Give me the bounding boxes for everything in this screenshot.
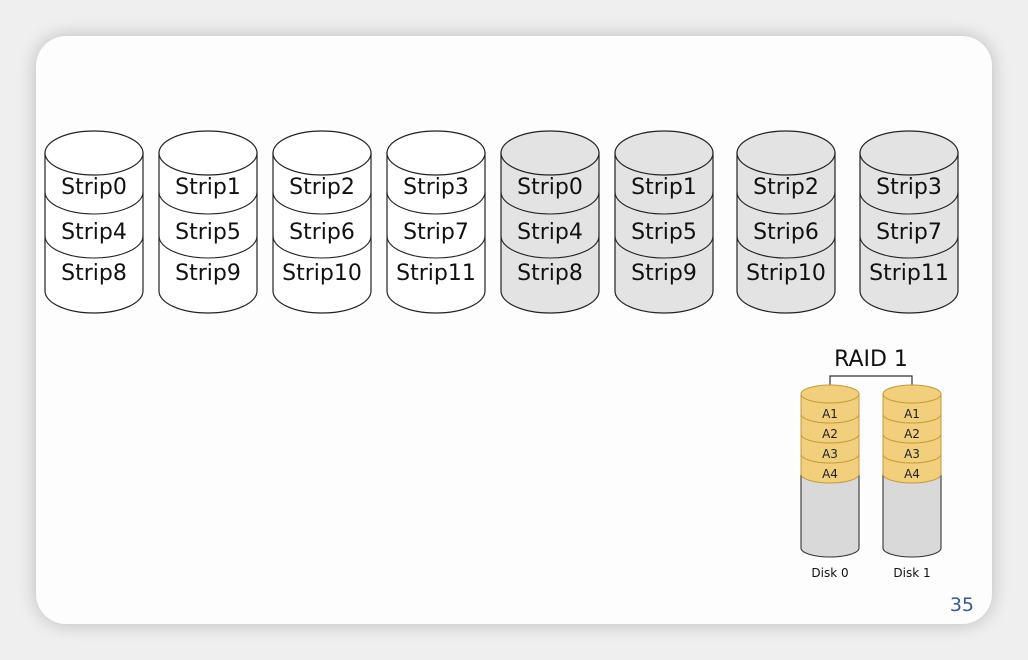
strip-label: Strip3 bbox=[876, 175, 942, 200]
strip-label: Strip2 bbox=[753, 175, 819, 200]
raid-connector bbox=[829, 375, 913, 385]
raid-disk-caption: Disk 1 bbox=[893, 566, 930, 580]
strip-divider bbox=[736, 191, 836, 215]
strip-label: Strip1 bbox=[175, 175, 241, 200]
disk-top bbox=[500, 130, 600, 176]
strip-divider bbox=[736, 235, 836, 259]
strip-label: Strip7 bbox=[876, 220, 942, 245]
strip-divider bbox=[614, 235, 714, 259]
strip-label: Strip10 bbox=[282, 261, 362, 286]
raid-disk-top bbox=[800, 384, 860, 404]
strip-divider bbox=[386, 235, 486, 259]
raid-disk-caption: Disk 0 bbox=[811, 566, 848, 580]
raid-block-label: A1 bbox=[904, 407, 920, 421]
raid-block-label: A4 bbox=[822, 467, 838, 481]
strip-label: Strip4 bbox=[61, 220, 127, 245]
disk-body bbox=[500, 152, 600, 314]
disk-top bbox=[386, 130, 486, 176]
disk-top bbox=[44, 130, 144, 176]
strip-label: Strip5 bbox=[175, 220, 241, 245]
strip-label: Strip6 bbox=[289, 220, 355, 245]
disk-body bbox=[859, 152, 959, 314]
strip-label: Strip9 bbox=[631, 261, 697, 286]
strip-divider bbox=[859, 235, 959, 259]
raid-block-label: A3 bbox=[822, 447, 838, 461]
strip-divider bbox=[158, 191, 258, 215]
strip-divider bbox=[386, 191, 486, 215]
raid-disk-empty bbox=[800, 473, 860, 558]
strip-label: Strip6 bbox=[753, 220, 819, 245]
raid-block-label: A2 bbox=[904, 427, 920, 441]
disk-top bbox=[614, 130, 714, 176]
strip-divider bbox=[500, 235, 600, 259]
disk-body bbox=[272, 152, 372, 314]
strip-label: Strip3 bbox=[403, 175, 469, 200]
strip-label: Strip1 bbox=[631, 175, 697, 200]
raid-block-label: A4 bbox=[904, 467, 920, 481]
strip-label: Strip10 bbox=[746, 261, 826, 286]
disk-top bbox=[859, 130, 959, 176]
disk-body bbox=[386, 152, 486, 314]
raid-title: RAID 1 bbox=[834, 347, 908, 372]
strip-label: Strip11 bbox=[396, 261, 476, 286]
raid-block-label: A1 bbox=[822, 407, 838, 421]
strip-label: Strip9 bbox=[175, 261, 241, 286]
strip-label: Strip2 bbox=[289, 175, 355, 200]
strip-divider bbox=[614, 191, 714, 215]
disk-body bbox=[158, 152, 258, 314]
raid-block-label: A2 bbox=[822, 427, 838, 441]
disk-top bbox=[736, 130, 836, 176]
strip-divider bbox=[44, 235, 144, 259]
raid-block-label: A3 bbox=[904, 447, 920, 461]
disk-body bbox=[44, 152, 144, 314]
disk-top bbox=[272, 130, 372, 176]
strip-label: Strip8 bbox=[61, 261, 127, 286]
raid-disk-top bbox=[882, 384, 942, 404]
strip-divider bbox=[158, 235, 258, 259]
strip-label: Strip5 bbox=[631, 220, 697, 245]
page-number: 35 bbox=[949, 594, 974, 616]
strip-divider bbox=[272, 191, 372, 215]
strip-divider bbox=[272, 235, 372, 259]
raid-diagram: Strip0Strip4Strip8Strip1Strip5Strip9Stri… bbox=[44, 130, 959, 580]
strip-divider bbox=[859, 191, 959, 215]
disk-body bbox=[614, 152, 714, 314]
strip-divider bbox=[44, 191, 144, 215]
disk-body bbox=[736, 152, 836, 314]
strip-divider bbox=[500, 191, 600, 215]
raid-disk-empty bbox=[882, 473, 942, 558]
disk-top bbox=[158, 130, 258, 176]
strip-label: Strip0 bbox=[517, 175, 583, 200]
strip-label: Strip11 bbox=[869, 261, 949, 286]
strip-label: Strip7 bbox=[403, 220, 469, 245]
strip-label: Strip4 bbox=[517, 220, 583, 245]
strip-label: Strip8 bbox=[517, 261, 583, 286]
strip-label: Strip0 bbox=[61, 175, 127, 200]
